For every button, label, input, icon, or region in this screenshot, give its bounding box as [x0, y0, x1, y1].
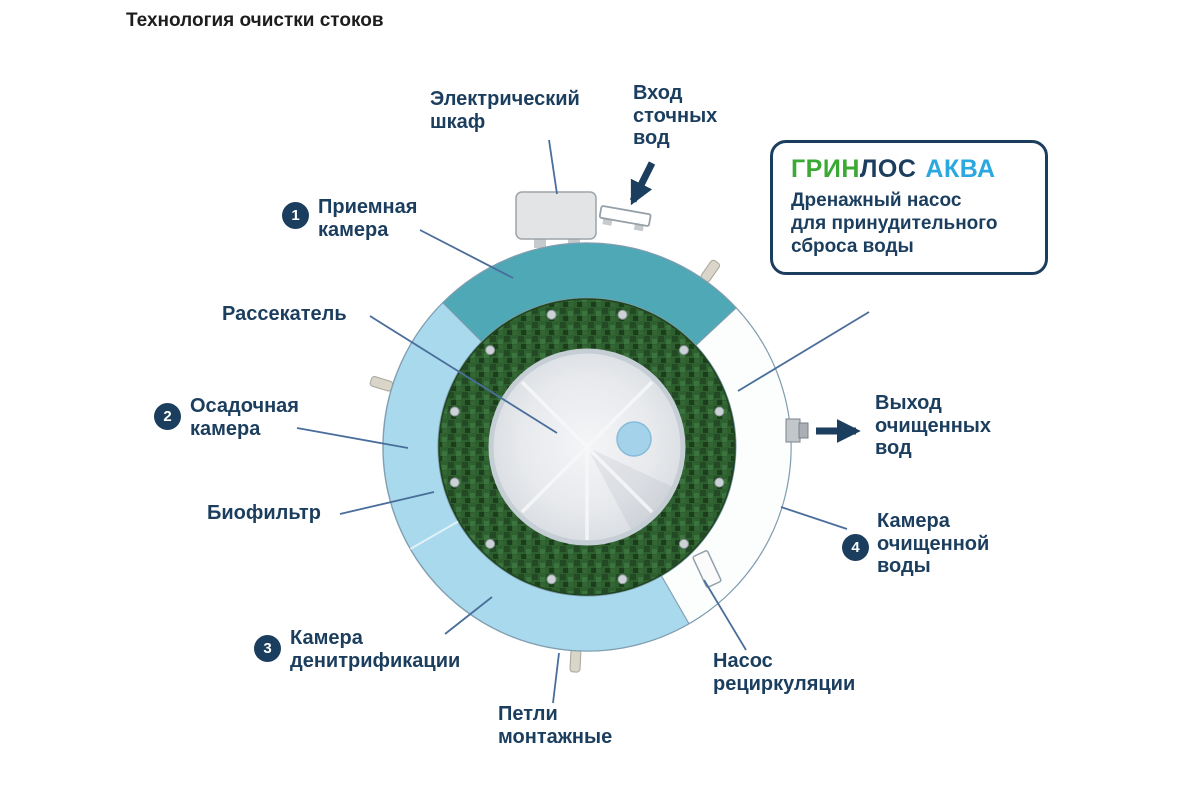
segment-sedimentation-denitrification [382, 302, 690, 652]
label-recirculation-pump: Насос рециркуляции [713, 650, 856, 695]
line-brand-box [737, 311, 870, 392]
badge-4: 4 [842, 534, 869, 561]
label-sedimentation-chamber: Осадочная камера [190, 395, 299, 440]
ring-bolts [449, 309, 725, 585]
line-receiving-chamber [419, 229, 514, 279]
label-diffuser: Рассекатель [222, 303, 347, 325]
line-sedimentation-chamber [296, 427, 409, 449]
brand-description: Дренажный насос для принудительного сбро… [791, 190, 998, 257]
label-denitrification-chamber: Камера денитрификации [290, 627, 461, 672]
line-diffuser [369, 315, 558, 434]
line-electrical-cabinet [548, 139, 558, 195]
line-mounting-loops [552, 652, 560, 704]
electrical-cabinet-shape [515, 191, 597, 248]
brand-title-grin: ГРИН [791, 155, 860, 183]
label-receiving-chamber: Приемная камера [318, 196, 418, 241]
page-title: Технология очистки стоков [126, 10, 384, 31]
center-port-circle [616, 421, 652, 457]
brand-title: ГРИНЛОС АКВА [791, 155, 1029, 184]
brand-callout-box: ГРИНЛОС АКВА Дренажный насос для принудит… [770, 140, 1048, 276]
badge-3: 3 [254, 635, 281, 662]
diffuser-rim [488, 348, 686, 546]
brand-title-aqua: АКВА [925, 155, 996, 183]
label-electrical-cabinet: Электрический шкаф [430, 88, 580, 133]
callout-lines [296, 139, 870, 704]
segment-divider [409, 520, 459, 550]
brand-title-los: ЛОС [859, 155, 917, 183]
label-biofilter: Биофильтр [207, 502, 321, 524]
diffuser-cross [520, 380, 654, 540]
line-clean-water-chamber [780, 506, 848, 530]
label-mounting-loops: Петли монтажные [498, 703, 613, 748]
label-outlet: Выход очищенных вод [875, 392, 991, 460]
mounting-loop-bottom [569, 649, 582, 673]
recirculation-pump-shape [692, 550, 722, 588]
inlet-arrow [629, 161, 656, 206]
outlet-fitting-shape [785, 418, 809, 443]
biofilter-outer-edge [438, 298, 736, 596]
biofilter-ring [439, 299, 735, 595]
badge-1: 1 [282, 202, 309, 229]
label-clean-water-chamber: Камера очищенной воды [877, 510, 990, 578]
label-inlet: Вход сточных вод [633, 82, 718, 150]
mounting-loop-left [369, 376, 394, 392]
badge-2: 2 [154, 403, 181, 430]
inlet-hatch-shape [598, 205, 652, 232]
line-denitrification-chamber [444, 596, 493, 635]
line-biofilter [339, 491, 435, 515]
line-recirculation-pump [703, 579, 747, 651]
